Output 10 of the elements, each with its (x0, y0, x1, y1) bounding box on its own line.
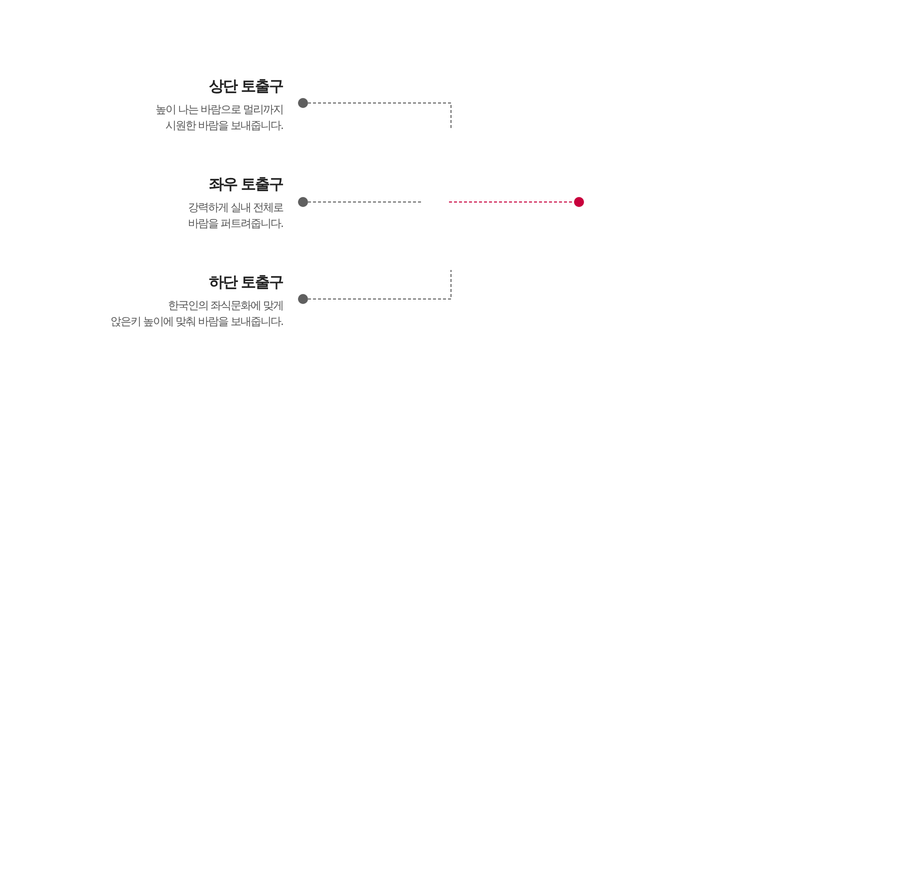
leader-line (298, 197, 422, 207)
callout-description: 한국인의 좌식문화에 맞게 앉은키 높이에 맞춰 바람을 보내줍니다. (110, 298, 283, 330)
callout-title: 하단 토출구 (208, 273, 283, 292)
callout-description: 높이 나는 바람으로 멀리까지 시원한 바람을 보내줍니다. (156, 102, 283, 134)
callout-description: 강력하게 실내 전체로 바람을 퍼트려줍니다. (188, 200, 283, 232)
marker-dot (574, 197, 584, 207)
callout-title: 좌우 토출구 (208, 175, 283, 194)
leader-line (298, 98, 452, 128)
leader-line (298, 270, 452, 304)
callout-title: 상단 토출구 (208, 77, 283, 96)
